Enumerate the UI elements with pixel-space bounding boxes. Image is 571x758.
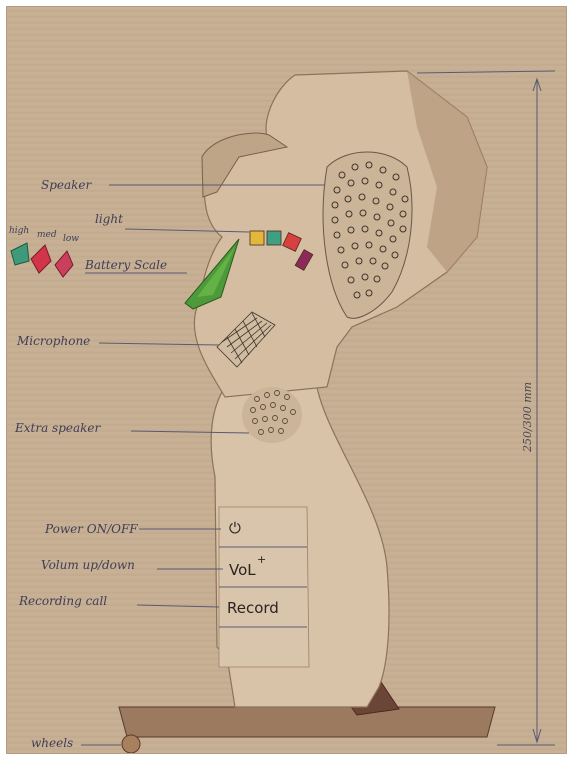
label-microphone: Microphone (16, 334, 90, 348)
sketch-sheet: ⏻ VoL + Record Speaker light high med lo… (6, 6, 567, 754)
wheel (122, 735, 140, 753)
record-button-label: Record (227, 599, 279, 617)
label-battery-scale: Battery Scale (84, 258, 167, 272)
label-extra-speaker: Extra speaker (14, 421, 102, 435)
light-yellow (250, 231, 264, 245)
label-recording: Recording call (18, 594, 107, 608)
leader-recording (137, 605, 219, 607)
dimension-label: 250/300 mm (521, 382, 534, 453)
extra-speaker-holes (242, 387, 302, 443)
light-green (267, 231, 281, 245)
power-button-symbol: ⏻ (229, 519, 241, 537)
label-speaker: Speaker (41, 178, 93, 192)
label-light: light (95, 212, 123, 226)
product-sketch: ⏻ VoL + Record Speaker light high med lo… (7, 7, 566, 753)
label-wheels: wheels (31, 736, 73, 750)
battery-level-med: med (37, 230, 57, 240)
battery-swatch-high (11, 243, 29, 265)
label-power: Power ON/OFF (44, 522, 138, 536)
volume-plus-sign: + (257, 553, 266, 566)
battery-swatch-med (31, 245, 51, 273)
stand-base (119, 707, 495, 737)
volume-button-label: VoL (229, 561, 256, 579)
battery-level-low: low (63, 234, 79, 244)
dimension-top-extension (417, 71, 555, 73)
label-volume: Volum up/down (41, 558, 135, 572)
battery-level-high: high (9, 226, 29, 236)
battery-swatch-low (55, 251, 73, 277)
